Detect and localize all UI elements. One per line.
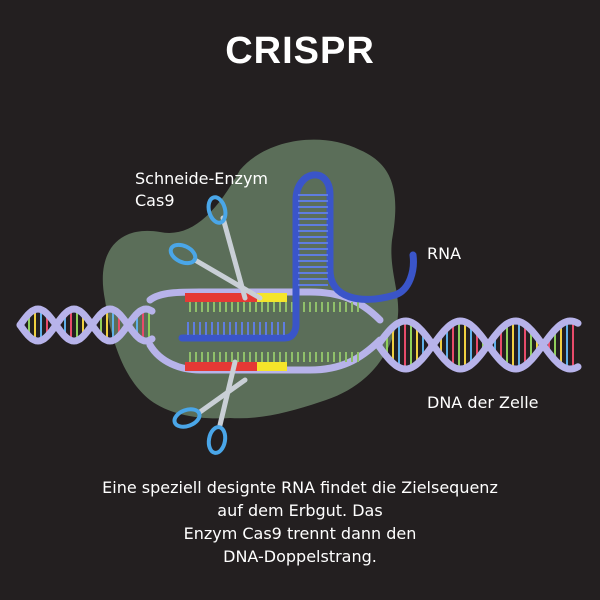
label-enzyme-line2: Cas9 [135,191,175,210]
cas9-enzyme-blob [102,139,399,419]
scissors-icon-bottom [172,359,248,455]
target-sequence-yellow-bottom [257,362,287,371]
helix-backbone [16,305,156,345]
label-dna: DNA der Zelle [427,393,539,412]
caption-line1: Eine speziell designte RNA findet die Zi… [102,478,498,497]
caption-line2: auf dem Erbgut. Das [217,501,383,520]
label-cas9-enzyme: Schneide-Enzym Cas9 [135,168,268,212]
caption-line3: Enzym Cas9 trennt dann den [183,524,417,543]
target-sequence-yellow-top [257,293,287,302]
caption-line4: DNA-Doppelstrang. [223,547,377,566]
dna-separated-strands [146,288,384,374]
guide-rna [178,171,417,342]
target-sequence-red-bottom [185,362,257,371]
label-enzyme-line1: Schneide-Enzym [135,169,268,188]
target-sequence-red-top [185,293,257,302]
caption: Eine speziell designte RNA findet die Zi… [0,476,600,568]
scissors-icon-top [168,195,263,301]
dna-helix [16,305,582,373]
label-rna: RNA [427,244,462,263]
helix-backbone [374,317,582,373]
page-title: CRISPR [225,30,375,72]
